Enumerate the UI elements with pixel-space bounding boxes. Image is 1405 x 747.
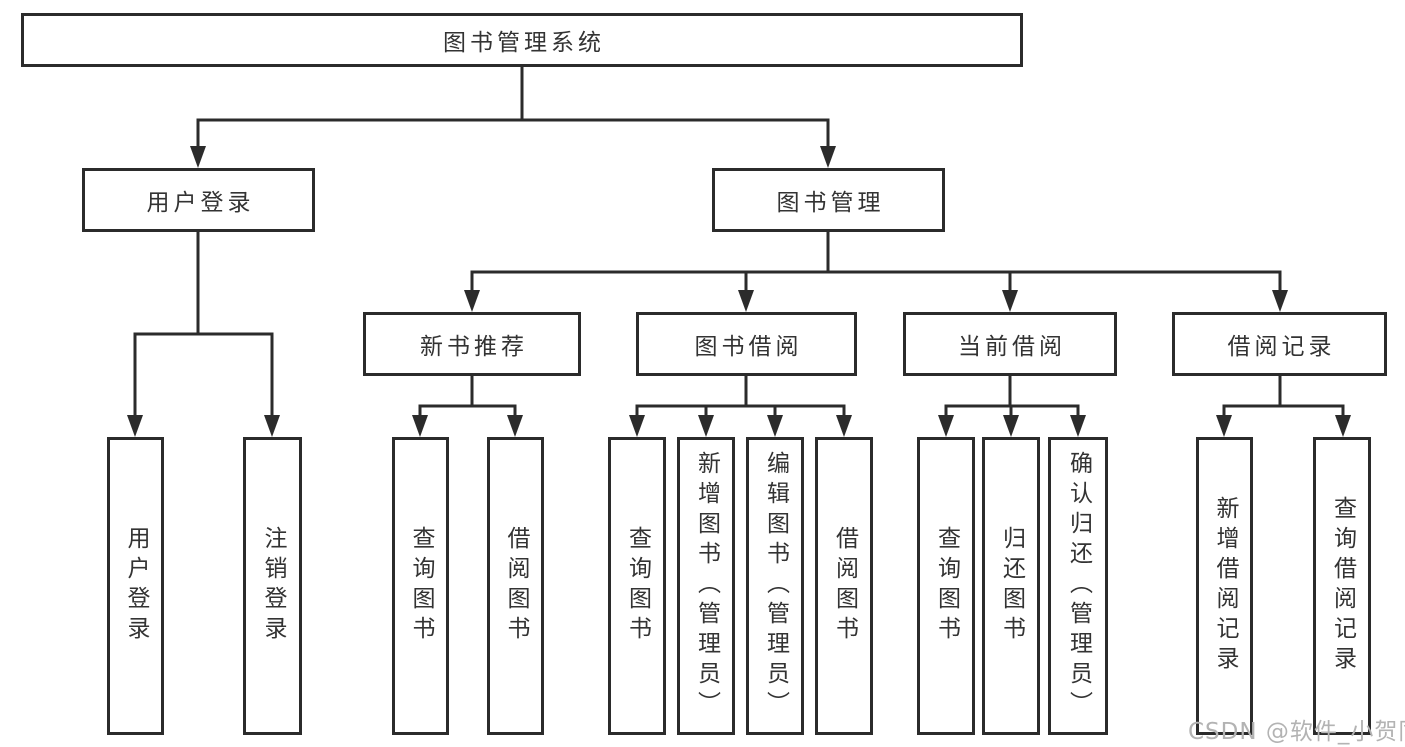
leaf-user-login: 用户登录: [107, 437, 164, 735]
node-book-management: 图书管理: [712, 168, 945, 232]
connector-new-book-children: [412, 376, 523, 437]
leaf-query-books-recommend: 查询图书: [392, 437, 449, 735]
leaf-query-books-current: 查询图书: [917, 437, 975, 735]
node-new-book-recommendation: 新书推荐: [363, 312, 581, 376]
connector-user-login-children: [127, 232, 280, 437]
connector-book-borrow-children: [629, 376, 852, 437]
leaf-borrow-books-recommend: 借阅图书: [487, 437, 544, 735]
node-book-borrowing: 图书借阅: [636, 312, 857, 376]
leaf-add-books-admin: 新增图书（管理员）: [677, 437, 735, 735]
node-library-management-system: 图书管理系统: [21, 13, 1023, 67]
node-user-login: 用户登录: [82, 168, 315, 232]
leaf-query-books-borrow: 查询图书: [608, 437, 666, 735]
csdn-watermark: CSDN @软件_小贺同学: [1188, 719, 1405, 745]
node-borrowing-records: 借阅记录: [1172, 312, 1387, 376]
leaf-query-borrow-record: 查询借阅记录: [1313, 437, 1371, 735]
leaf-borrow-books: 借阅图书: [815, 437, 873, 735]
connector-borrow-record-children: [1216, 376, 1351, 437]
leaf-return-books: 归还图书: [982, 437, 1040, 735]
connector-book-mgmt-to-level3: [464, 232, 1288, 312]
connector-root-to-level2: [190, 67, 836, 168]
connector-current-borrow-children: [938, 376, 1086, 437]
leaf-add-borrow-record: 新增借阅记录: [1196, 437, 1253, 735]
leaf-edit-books-admin: 编辑图书（管理员）: [746, 437, 804, 735]
node-current-borrowing: 当前借阅: [903, 312, 1117, 376]
leaf-confirm-return-admin: 确认归还（管理员）: [1048, 437, 1108, 735]
leaf-logout: 注销登录: [243, 437, 302, 735]
